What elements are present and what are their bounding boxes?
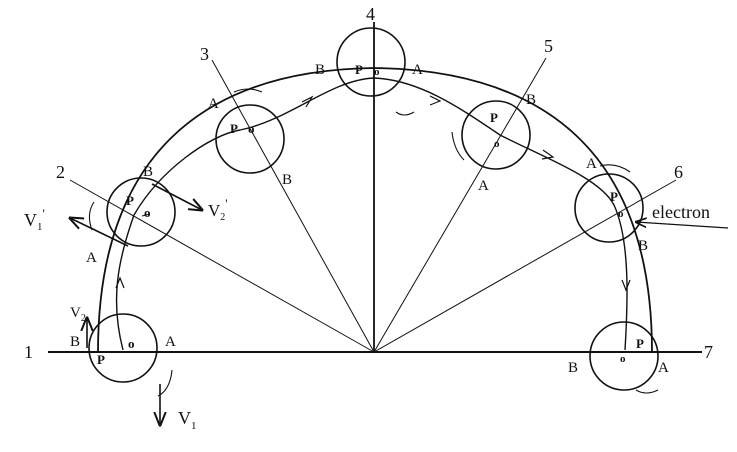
rotation-arrow xyxy=(395,111,415,116)
ray-3-line xyxy=(211,59,375,353)
ray-5-line xyxy=(373,57,547,353)
disk-4-p: P xyxy=(355,62,363,77)
disk-4-a: A xyxy=(412,62,423,78)
disk-4-b: B xyxy=(315,62,325,78)
disk-5-b: B xyxy=(526,92,536,108)
disk-7-b: B xyxy=(568,360,578,376)
ray-2-line xyxy=(69,179,375,353)
v1-label: V1 xyxy=(178,408,197,432)
disk-6-a: A xyxy=(586,156,597,172)
disk-6-b: B xyxy=(638,238,648,254)
trajectory-arrow xyxy=(301,95,314,108)
disk-5-a: A xyxy=(478,178,489,194)
disk-1-o: o xyxy=(128,336,135,351)
disk-7-p: P xyxy=(636,336,644,351)
disk-2-o: o xyxy=(144,205,151,220)
rotation-arrow xyxy=(599,164,631,173)
disk-4-o: o xyxy=(374,66,380,78)
trajectory-arrow xyxy=(429,95,442,106)
disk-2 xyxy=(106,177,176,247)
ray-label-5: 5 xyxy=(544,36,553,56)
trajectory-arrow xyxy=(541,149,555,160)
disk-2-p: P xyxy=(126,193,134,208)
disk-1 xyxy=(88,313,158,383)
rotation-arrow xyxy=(635,389,659,394)
ray-label-2: 2 xyxy=(56,162,65,182)
disk-3-a: A xyxy=(208,96,219,112)
ray-label-7: 7 xyxy=(704,342,713,362)
rotation-arrow xyxy=(88,201,95,231)
disk-3-b: B xyxy=(282,172,292,188)
v1-prime-label: V1' xyxy=(24,206,45,233)
disk-4 xyxy=(336,27,406,97)
disk-7-o: o xyxy=(620,353,626,365)
disk-2-b: B xyxy=(143,164,153,180)
rotation-arrow xyxy=(141,213,151,217)
electron-label: electron xyxy=(652,202,710,222)
disk-6 xyxy=(574,173,644,243)
disk-3-p: P xyxy=(230,121,238,136)
outer-trajectory-arc xyxy=(97,67,653,353)
particle-trajectory xyxy=(115,77,628,351)
disk-6-p: P xyxy=(610,189,618,204)
ray-label-3: 3 xyxy=(200,44,209,64)
ray-label-6: 6 xyxy=(674,162,683,182)
disk-1-a: A xyxy=(165,334,176,350)
disk-1-b: B xyxy=(70,334,80,350)
ray-label-4: 4 xyxy=(366,4,375,24)
disk-5 xyxy=(461,100,531,170)
v2-prime-vector xyxy=(151,183,202,210)
disk-5-o: o xyxy=(494,138,500,150)
rotation-arrow xyxy=(233,88,263,93)
trajectory-arrow xyxy=(621,279,631,292)
disk-3 xyxy=(215,104,285,174)
disk-1-p: P xyxy=(97,352,105,367)
disk-6-o: o xyxy=(618,208,624,220)
v2-label: V2 xyxy=(70,305,86,324)
ray-label-1: 1 xyxy=(24,342,33,362)
rotation-arrow xyxy=(451,131,465,161)
electron-arrow xyxy=(636,222,729,229)
disk-2-a: A xyxy=(86,250,97,266)
disk-3-o: o xyxy=(248,121,255,136)
disk-5-p: P xyxy=(490,110,498,125)
ray-6-line xyxy=(373,179,677,353)
disk-7-a: A xyxy=(658,360,669,376)
v2-prime-label: V2' xyxy=(208,196,228,223)
trajectory-arrow xyxy=(115,276,125,289)
v1-prime-vector xyxy=(70,218,129,247)
disk-7 xyxy=(589,321,659,391)
